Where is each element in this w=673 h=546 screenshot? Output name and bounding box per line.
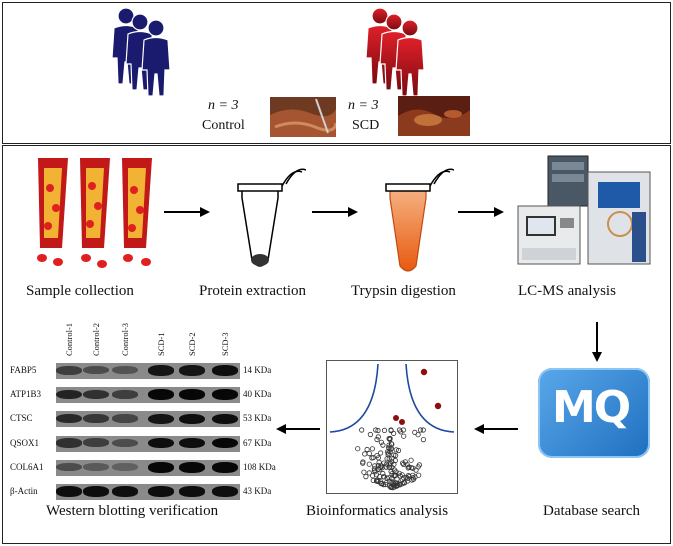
wb-size-label: 53 KDa bbox=[243, 413, 272, 424]
wb-band bbox=[56, 486, 82, 497]
wb-band bbox=[112, 438, 138, 447]
control-n-label: n = 3 bbox=[208, 98, 239, 113]
wb-band bbox=[83, 389, 109, 400]
western-label: Western blotting verification bbox=[46, 503, 219, 519]
wb-band bbox=[83, 366, 109, 375]
wb-protein-label: ATP1B3 bbox=[10, 389, 42, 400]
lcms-label: LC-MS analysis bbox=[518, 283, 616, 299]
wb-band bbox=[148, 413, 174, 424]
bottom-panel bbox=[2, 145, 671, 544]
arrow-5 bbox=[276, 424, 320, 434]
wb-band bbox=[56, 365, 82, 375]
volcano-plot-image bbox=[326, 360, 458, 494]
wb-size-label: 67 KDa bbox=[243, 437, 272, 448]
scd-n-label: n = 3 bbox=[348, 98, 379, 113]
protein-extraction-tube-icon bbox=[237, 168, 306, 267]
wb-band bbox=[212, 389, 238, 401]
wb-band bbox=[56, 438, 82, 448]
database-search-label: Database search bbox=[543, 503, 641, 519]
lcms-instrument-icon bbox=[517, 155, 651, 265]
wb-band-row bbox=[56, 435, 240, 452]
wb-band bbox=[112, 366, 138, 375]
wb-lane-label: SCD-3 bbox=[220, 332, 230, 356]
wb-protein-label: FABP5 bbox=[10, 365, 37, 375]
wb-band-row bbox=[56, 459, 240, 476]
wb-band bbox=[212, 413, 238, 425]
wb-band bbox=[212, 437, 238, 449]
arrow-down bbox=[592, 322, 602, 362]
arrow-3 bbox=[458, 207, 504, 217]
wb-band bbox=[148, 365, 174, 376]
wb-lane-label: SCD-2 bbox=[187, 332, 197, 356]
wb-band bbox=[56, 389, 82, 400]
wb-band bbox=[179, 389, 205, 401]
wb-band-row bbox=[56, 484, 240, 500]
wb-protein-label: β-Actin bbox=[10, 486, 38, 496]
wb-band bbox=[83, 414, 109, 424]
wb-band bbox=[148, 486, 174, 497]
wb-band-row bbox=[56, 411, 240, 428]
wb-lane-label: Control-2 bbox=[91, 322, 101, 356]
wb-band bbox=[112, 463, 138, 471]
top-panel bbox=[2, 2, 671, 144]
wb-lane-label: Control-3 bbox=[120, 322, 130, 356]
scd-tissue-photo bbox=[398, 96, 470, 136]
wb-band-row bbox=[56, 363, 240, 379]
arrow-4 bbox=[474, 424, 518, 434]
wb-band bbox=[83, 438, 109, 448]
wb-protein-label: COL6A1 bbox=[10, 461, 44, 472]
wb-size-label: 43 KDa bbox=[243, 486, 272, 496]
control-label: Control bbox=[202, 118, 245, 133]
control-people-icon bbox=[111, 7, 171, 96]
wb-band bbox=[179, 486, 205, 497]
wb-lane-label: SCD-1 bbox=[156, 332, 166, 356]
trypsin-digestion-label: Trypsin digestion bbox=[351, 283, 456, 299]
wb-band bbox=[56, 462, 82, 472]
wb-band bbox=[179, 413, 205, 425]
wb-band bbox=[179, 365, 205, 376]
wb-band bbox=[112, 414, 138, 423]
blood-vessel-image bbox=[37, 158, 152, 268]
wb-size-label: 40 KDa bbox=[243, 389, 272, 400]
wb-band bbox=[112, 390, 138, 399]
wb-band bbox=[179, 437, 205, 449]
wb-band bbox=[83, 486, 109, 497]
scd-people-icon bbox=[365, 7, 425, 96]
arrow-2 bbox=[312, 207, 358, 217]
maxquant-logo: MQ bbox=[538, 368, 650, 458]
control-tissue-photo bbox=[270, 97, 336, 137]
wb-band bbox=[83, 463, 109, 471]
wb-size-label: 14 KDa bbox=[243, 365, 272, 375]
wb-band bbox=[112, 486, 138, 497]
arrow-1 bbox=[164, 207, 210, 217]
scd-label: SCD bbox=[352, 118, 380, 133]
wb-size-label: 108 KDa bbox=[243, 461, 276, 472]
protein-extraction-label: Protein extraction bbox=[199, 283, 307, 299]
bioinformatics-label: Bioinformatics analysis bbox=[306, 503, 449, 519]
wb-protein-label: QSOX1 bbox=[10, 437, 40, 448]
wb-band bbox=[148, 437, 174, 449]
wb-lane-label: Control-1 bbox=[64, 322, 74, 356]
maxquant-logo-text: MQ bbox=[552, 382, 631, 433]
wb-band bbox=[212, 461, 238, 473]
sample-collection-label: Sample collection bbox=[26, 283, 134, 299]
trypsin-digestion-tube-icon bbox=[385, 168, 454, 272]
wb-band-row bbox=[56, 387, 240, 404]
wb-band bbox=[212, 365, 238, 376]
wb-band bbox=[148, 461, 174, 473]
wb-band bbox=[56, 413, 82, 424]
wb-band bbox=[212, 486, 238, 497]
wb-band bbox=[179, 461, 205, 473]
wb-band bbox=[148, 389, 174, 401]
wb-protein-label: CTSC bbox=[10, 413, 33, 424]
